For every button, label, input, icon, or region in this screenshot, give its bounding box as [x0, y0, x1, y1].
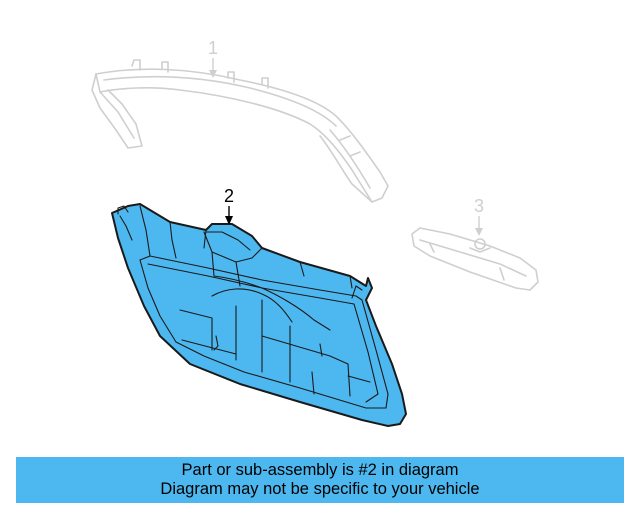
info-banner: Part or sub-assembly is #2 in diagram Di… — [16, 457, 624, 503]
callout-3-label: 3 — [474, 196, 484, 216]
banner-line-2: Diagram may not be specific to your vehi… — [160, 480, 480, 498]
callout-1: 1 — [208, 38, 218, 78]
part-3-lamp — [411, 227, 539, 291]
callout-2-label: 2 — [224, 186, 234, 206]
callout-1-label: 1 — [208, 38, 218, 58]
trim-panel-body — [111, 203, 407, 427]
part-2-trim-panel — [111, 203, 407, 427]
callout-2: 2 — [224, 186, 234, 225]
parts-diagram: 1 2 — [91, 38, 539, 427]
callout-3: 3 — [474, 196, 484, 236]
callout-2-arrow-icon — [225, 216, 233, 225]
callout-1-arrow-icon — [209, 70, 217, 78]
callout-3-arrow-icon — [475, 228, 483, 236]
banner-line-1: Part or sub-assembly is #2 in diagram — [181, 461, 459, 479]
part-1-upper-molding — [91, 59, 389, 203]
